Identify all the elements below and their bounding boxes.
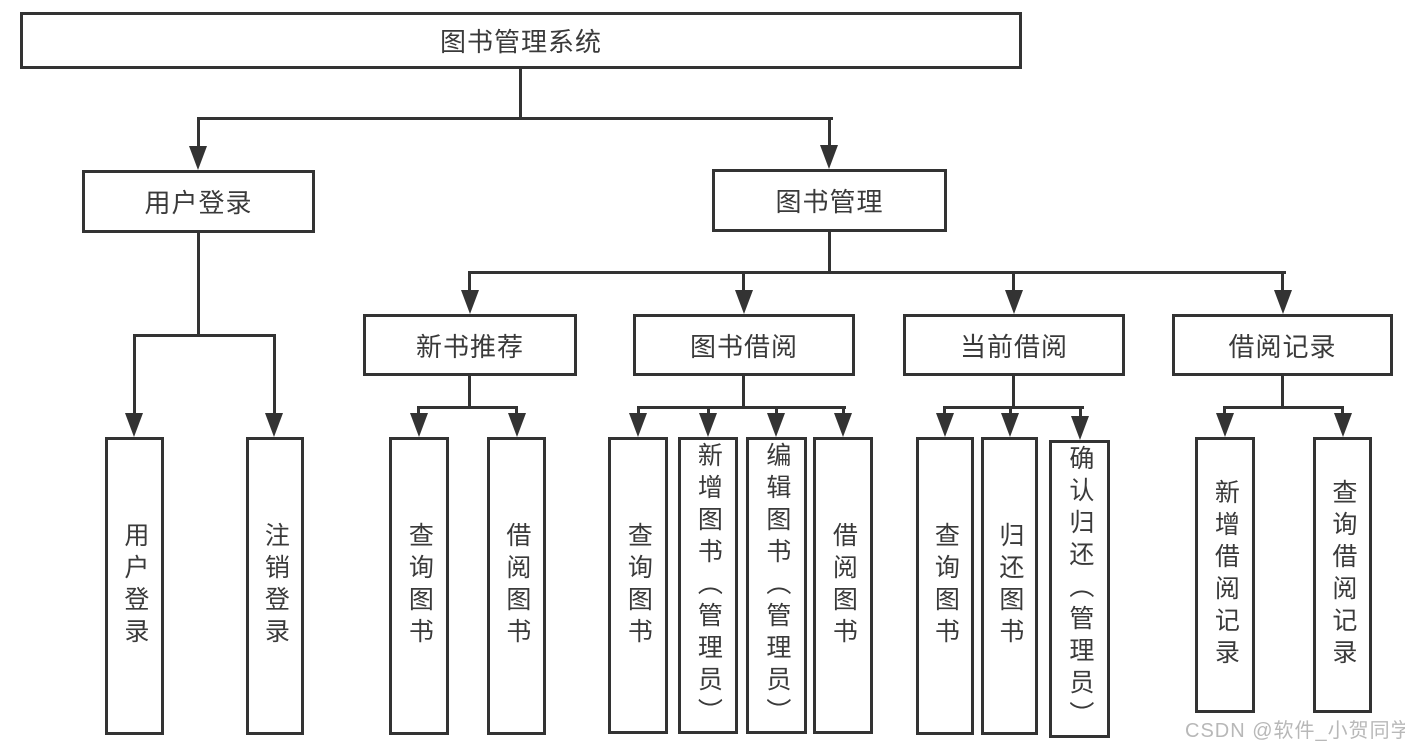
arrow-down-icon [125,413,143,437]
connector-line [1341,406,1344,415]
connector-line [1281,376,1284,409]
leaf-add-book-admin: 新增图书（管理员） [678,437,738,734]
connector-line [468,271,471,291]
node-root: 图书管理系统 [20,12,1022,69]
connector-line [742,376,745,409]
connector-line [515,406,518,415]
connector-line [943,406,946,415]
connector-line [1223,406,1226,415]
node-label: 用户登录 [120,522,149,650]
arrow-down-icon [1071,416,1089,440]
arrow-down-icon [1216,413,1234,437]
node-label: 新增借阅记录 [1211,479,1240,671]
node-label: 借阅记录 [1228,331,1337,362]
arrow-down-icon [1334,413,1352,437]
connector-line [1281,271,1284,291]
node-user-login: 用户登录 [82,170,315,233]
arrow-down-icon [629,413,647,437]
leaf-add-borrow-record: 新增借阅记录 [1195,437,1255,713]
connector-line [197,117,200,148]
connector-line [637,406,846,409]
leaf-return-books: 归还图书 [981,437,1038,735]
arrow-down-icon [1001,413,1019,437]
leaf-borrow-books: 借阅图书 [813,437,873,734]
connector-line [637,406,640,415]
arrow-down-icon [834,413,852,437]
leaf-query-books-recommend: 查询图书 [389,437,449,735]
arrow-down-icon [1274,290,1292,314]
arrow-down-icon [410,413,428,437]
connector-line [197,117,833,120]
leaf-logout: 注销登录 [246,437,304,735]
leaf-query-books-current: 查询图书 [916,437,974,735]
connector-line [943,406,1084,409]
leaf-user-login: 用户登录 [105,437,164,735]
connector-line [775,406,778,415]
arrow-down-icon [936,413,954,437]
arrow-down-icon [767,413,785,437]
arrow-down-icon [189,146,207,170]
connector-line [1223,406,1344,409]
arrow-down-icon [699,413,717,437]
node-current-borrow: 当前借阅 [903,314,1125,376]
connector-line [742,271,745,291]
arrow-down-icon [461,290,479,314]
connector-line [519,68,522,119]
connector-line [417,406,420,415]
connector-line [468,271,1286,274]
connector-line [197,233,200,337]
node-label: 编辑图书（管理员） [762,441,791,730]
node-label: 借阅图书 [829,521,858,650]
node-borrow-records: 借阅记录 [1172,314,1393,376]
node-label: 查询图书 [405,522,434,650]
arrow-down-icon [820,145,838,169]
leaf-query-books-borrow: 查询图书 [608,437,668,734]
node-label: 新增图书（管理员） [694,441,723,730]
leaf-edit-book-admin: 编辑图书（管理员） [746,437,807,734]
leaf-query-borrow-record: 查询借阅记录 [1313,437,1372,713]
connector-line [842,406,845,415]
connector-line [828,232,831,274]
node-label: 借阅图书 [502,522,531,650]
connector-line [133,334,276,337]
node-label: 用户登录 [144,188,253,218]
arrow-down-icon [1005,290,1023,314]
arrow-down-icon [735,290,753,314]
node-label: 确认归还（管理员） [1065,445,1094,733]
leaf-confirm-return-admin: 确认归还（管理员） [1049,440,1110,738]
connector-line [1012,271,1015,291]
arrow-down-icon [508,413,526,437]
node-label: 新书推荐 [415,331,524,362]
leaf-borrow-books-recommend: 借阅图书 [487,437,546,735]
node-label: 查询图书 [624,521,653,650]
connector-line [1012,376,1015,409]
node-label: 图书借阅 [689,331,798,362]
connector-line [828,117,831,148]
connector-line [133,334,136,415]
node-book-borrow: 图书借阅 [633,314,855,376]
connector-line [707,406,710,415]
node-label: 当前借阅 [959,331,1068,362]
arrow-down-icon [265,413,283,437]
node-label: 图书管理系统 [439,27,602,57]
node-label: 归还图书 [995,522,1024,650]
node-label: 查询图书 [931,522,960,650]
connector-line [1009,406,1012,415]
node-book-management: 图书管理 [712,169,947,232]
node-label: 查询借阅记录 [1328,479,1357,671]
connector-line [273,334,276,415]
node-label: 注销登录 [261,522,290,650]
watermark: CSDN @软件_小贺同学 [1185,720,1405,742]
node-label: 图书管理 [775,187,884,217]
connector-line [468,376,471,409]
connector-line [1079,406,1082,418]
connector-line [417,406,518,409]
node-new-book-recommend: 新书推荐 [363,314,577,376]
